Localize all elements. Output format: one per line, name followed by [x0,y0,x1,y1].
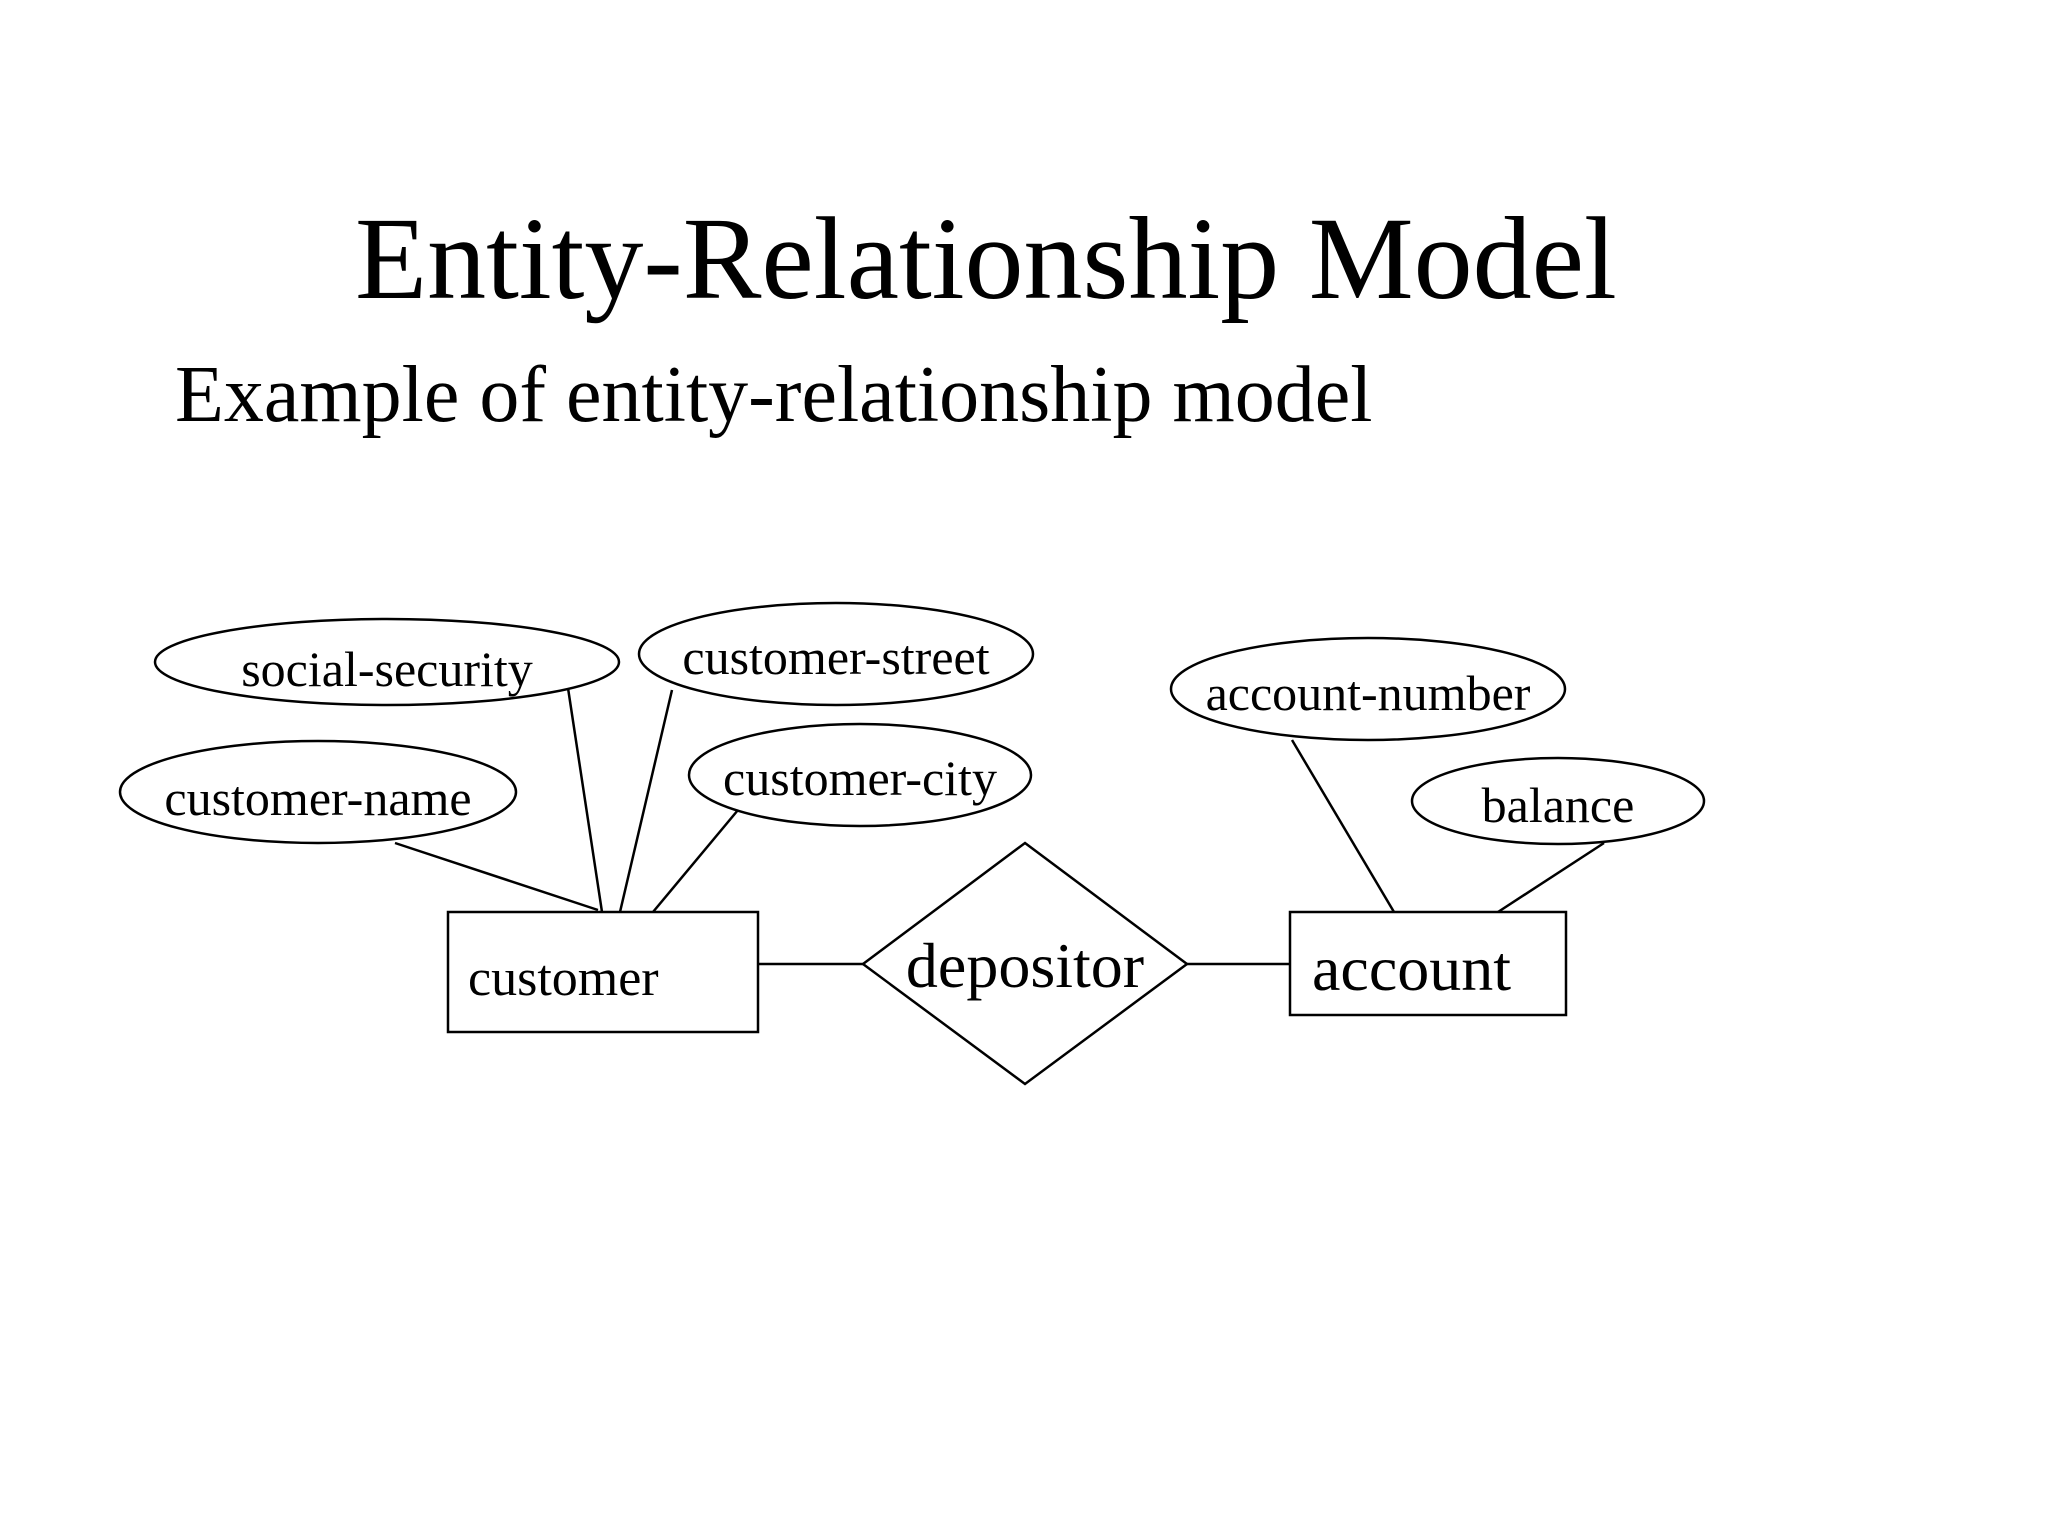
attribute-social-security: social-security [153,617,621,707]
attribute-ellipse [687,722,1033,828]
entity-customer: customer [446,910,760,1034]
attribute-label: customer-street [682,629,989,685]
entity-box [446,910,760,1034]
entity-label: account [1312,933,1511,1004]
attribute-label: social-security [241,641,533,697]
relationship-depositor: depositor [860,841,1190,1086]
entity-box [1288,910,1568,1017]
edge-customer-street-customer [618,689,674,913]
attribute-ellipse [118,739,518,845]
edge-customer-name-customer [394,841,599,912]
attribute-ellipse [153,617,621,707]
attribute-account-number: account-number [1169,636,1567,742]
attribute-balance: balance [1410,756,1706,846]
entity-label: customer [468,950,659,1007]
slide-subtitle: Example of entity-relationship model [175,351,1373,439]
attribute-ellipse [1169,636,1567,742]
slide-title: Entity-Relationship Model [355,193,1617,324]
attribute-label: account-number [1206,665,1531,721]
edge-balance-account [1497,841,1605,914]
attribute-ellipse [1410,756,1706,846]
relationship-diamond [860,841,1190,1086]
attribute-label: balance [1482,777,1635,833]
attribute-customer-city: customer-city [687,722,1033,828]
attribute-customer-name: customer-name [118,739,518,845]
edge-customer-city-customer [652,809,739,913]
attribute-label: customer-name [164,770,471,826]
attribute-customer-street: customer-street [637,601,1035,707]
attribute-label: customer-city [723,750,997,806]
edge-social-security-customer [566,687,604,913]
attribute-ellipse [637,601,1035,707]
entity-account: account [1288,910,1568,1017]
relationship-label: depositor [906,930,1144,1001]
edge-account-number-account [1290,739,1396,913]
